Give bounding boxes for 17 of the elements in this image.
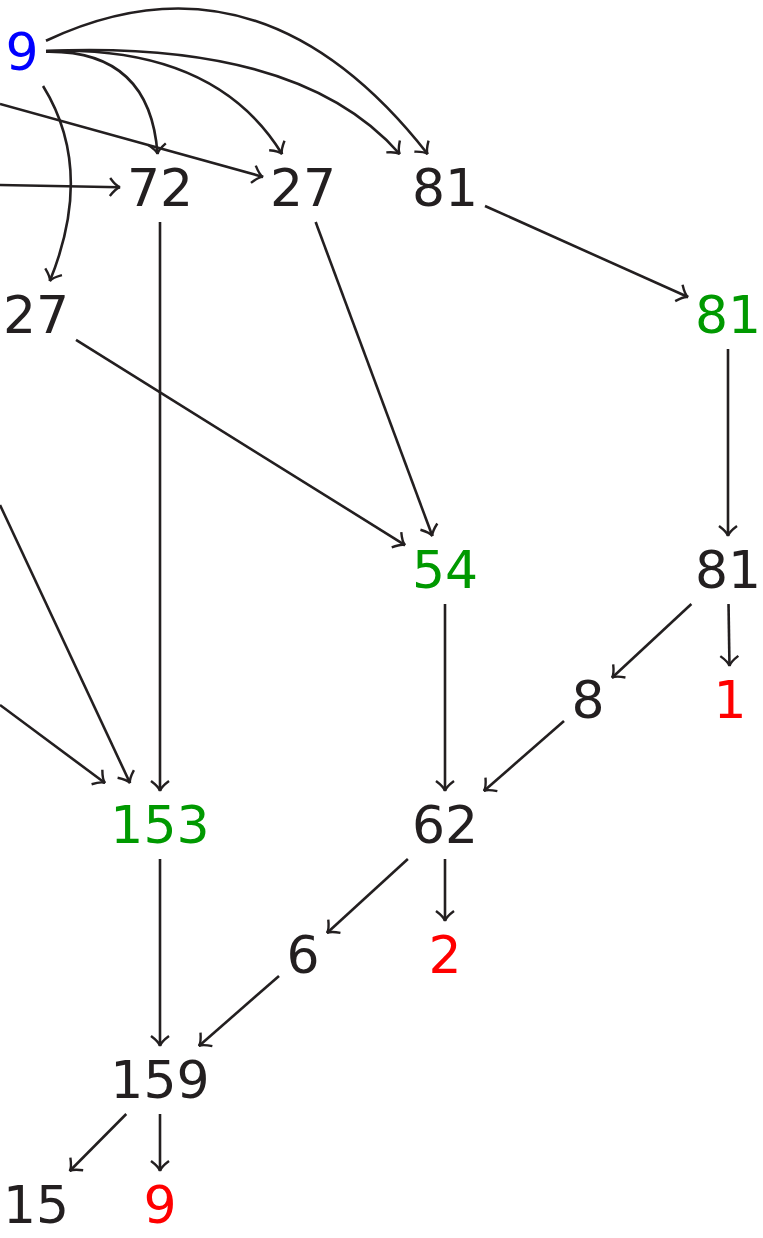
number-label: 27 [269,162,337,214]
number-label: 6 [286,929,320,981]
number-label: 72 [126,162,194,214]
number-label: 1 [713,674,747,726]
number-label: 159 [110,1054,210,1106]
number-label: 8 [571,674,605,726]
number-label: 62 [411,799,479,851]
number-label: 153 [110,799,210,851]
number-label: 81 [694,544,762,596]
number-label: 27 [2,289,70,341]
number-label: 9 [143,1179,177,1231]
number-label: 15 [2,1179,70,1231]
number-label: 81 [411,162,479,214]
number-label: 54 [411,544,479,596]
number-label: 2 [428,929,462,981]
number-label: 9 [5,26,39,78]
number-label: 81 [694,289,762,341]
